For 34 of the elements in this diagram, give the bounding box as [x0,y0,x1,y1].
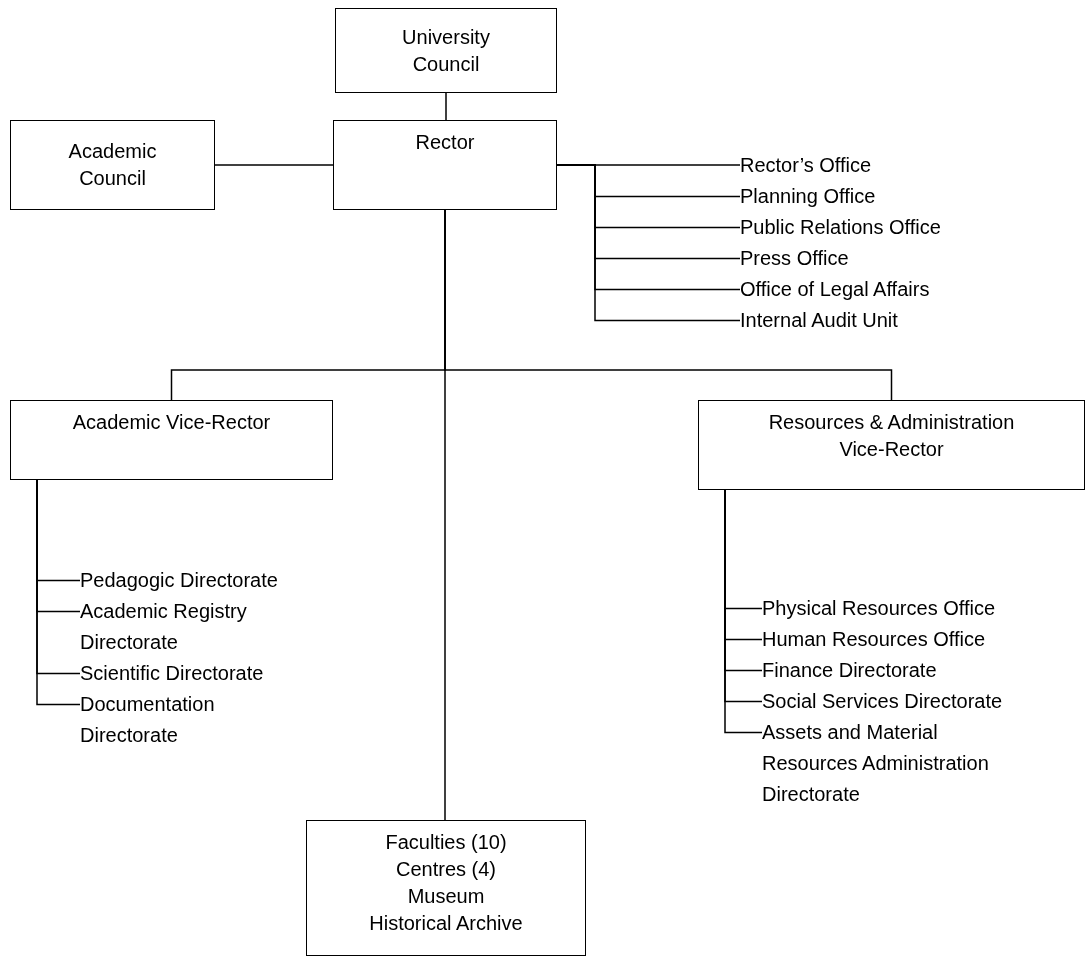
unit-name: Historical Archive [369,911,523,936]
connector-line [445,92,447,121]
unit-name: University Council [401,24,491,77]
unit-label: Social Services Directorate [762,689,1004,714]
unit-name: Museum [407,884,485,909]
unit-name: Academic Vice-Rector [72,410,271,435]
connector-line [214,164,334,166]
unit-label: Finance Directorate [762,658,938,683]
unit-label: Press Office [740,246,850,271]
unit-name: Rector [415,130,475,155]
unit-label: Rector’s Office [740,153,873,178]
unit-label: Human Resources Office [762,627,987,652]
unit-label: Pedagogic Directorate [80,568,279,593]
org-box [333,120,557,210]
unit-name: Resources & Administration Vice-Rector [767,410,1016,462]
unit-label: Scientific Directorate [80,661,265,686]
connector-line [556,164,741,322]
unit-label: Physical Resources Office [762,596,997,621]
unit-name: Academic Council [67,139,158,191]
org-box [335,8,557,93]
unit-label: Planning Office [740,184,877,209]
org-box [10,400,333,480]
unit-name: Centres (4) [396,857,496,882]
unit-label: Internal Audit Unit [740,308,899,333]
unit-label: Office of Legal Affairs [740,277,931,302]
unit-label: Documentation Directorate [80,692,216,748]
connector-line [444,209,446,821]
org-box [698,400,1085,490]
org-box [306,820,586,956]
unit-name: Faculties (10) [385,830,507,855]
unit-label: Public Relations Office [740,215,942,240]
org-box [10,120,215,210]
unit-label: Academic Registry Directorate [80,599,248,655]
unit-label: Assets and Material Resources Administration Directorate [762,720,990,807]
